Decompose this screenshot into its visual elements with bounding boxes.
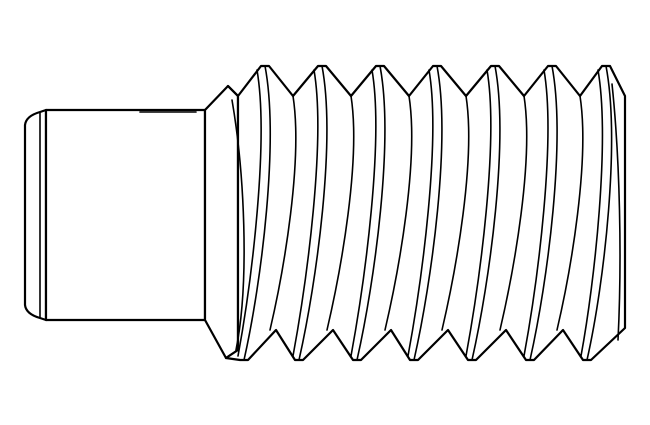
thread-crest-line xyxy=(298,65,328,361)
thread-crest-line xyxy=(471,65,501,361)
thread-crest-line xyxy=(413,65,443,361)
thread-root-line xyxy=(499,95,528,331)
thread-root-line xyxy=(441,95,470,331)
thread-root-line xyxy=(556,95,584,331)
chamfer-body xyxy=(203,84,240,360)
thread-root-line xyxy=(384,95,413,331)
thread-crest-line xyxy=(350,69,377,357)
thread-outline xyxy=(224,64,627,362)
threaded-body xyxy=(224,64,627,362)
thread-crest-line xyxy=(356,65,386,361)
thread-root-line xyxy=(326,95,355,331)
dog-point-body xyxy=(23,108,48,322)
thread-crest-line xyxy=(529,65,558,361)
thread-start-line xyxy=(231,99,245,351)
thread-crest-line xyxy=(586,65,613,361)
thread-crest-line xyxy=(243,65,271,361)
shank-body xyxy=(44,108,207,322)
thread-root-line xyxy=(269,95,297,331)
thread-crest-line xyxy=(237,69,262,357)
thread-crest-line xyxy=(465,69,492,357)
shank xyxy=(44,108,207,322)
dog-point xyxy=(23,108,48,322)
thread-crest-line xyxy=(292,69,319,357)
thread-chamfer xyxy=(203,84,240,360)
thread-crest-line xyxy=(407,69,434,357)
thread-crest-line xyxy=(580,69,604,357)
thread-crest-line xyxy=(523,69,549,357)
thread-end-line xyxy=(611,83,621,341)
